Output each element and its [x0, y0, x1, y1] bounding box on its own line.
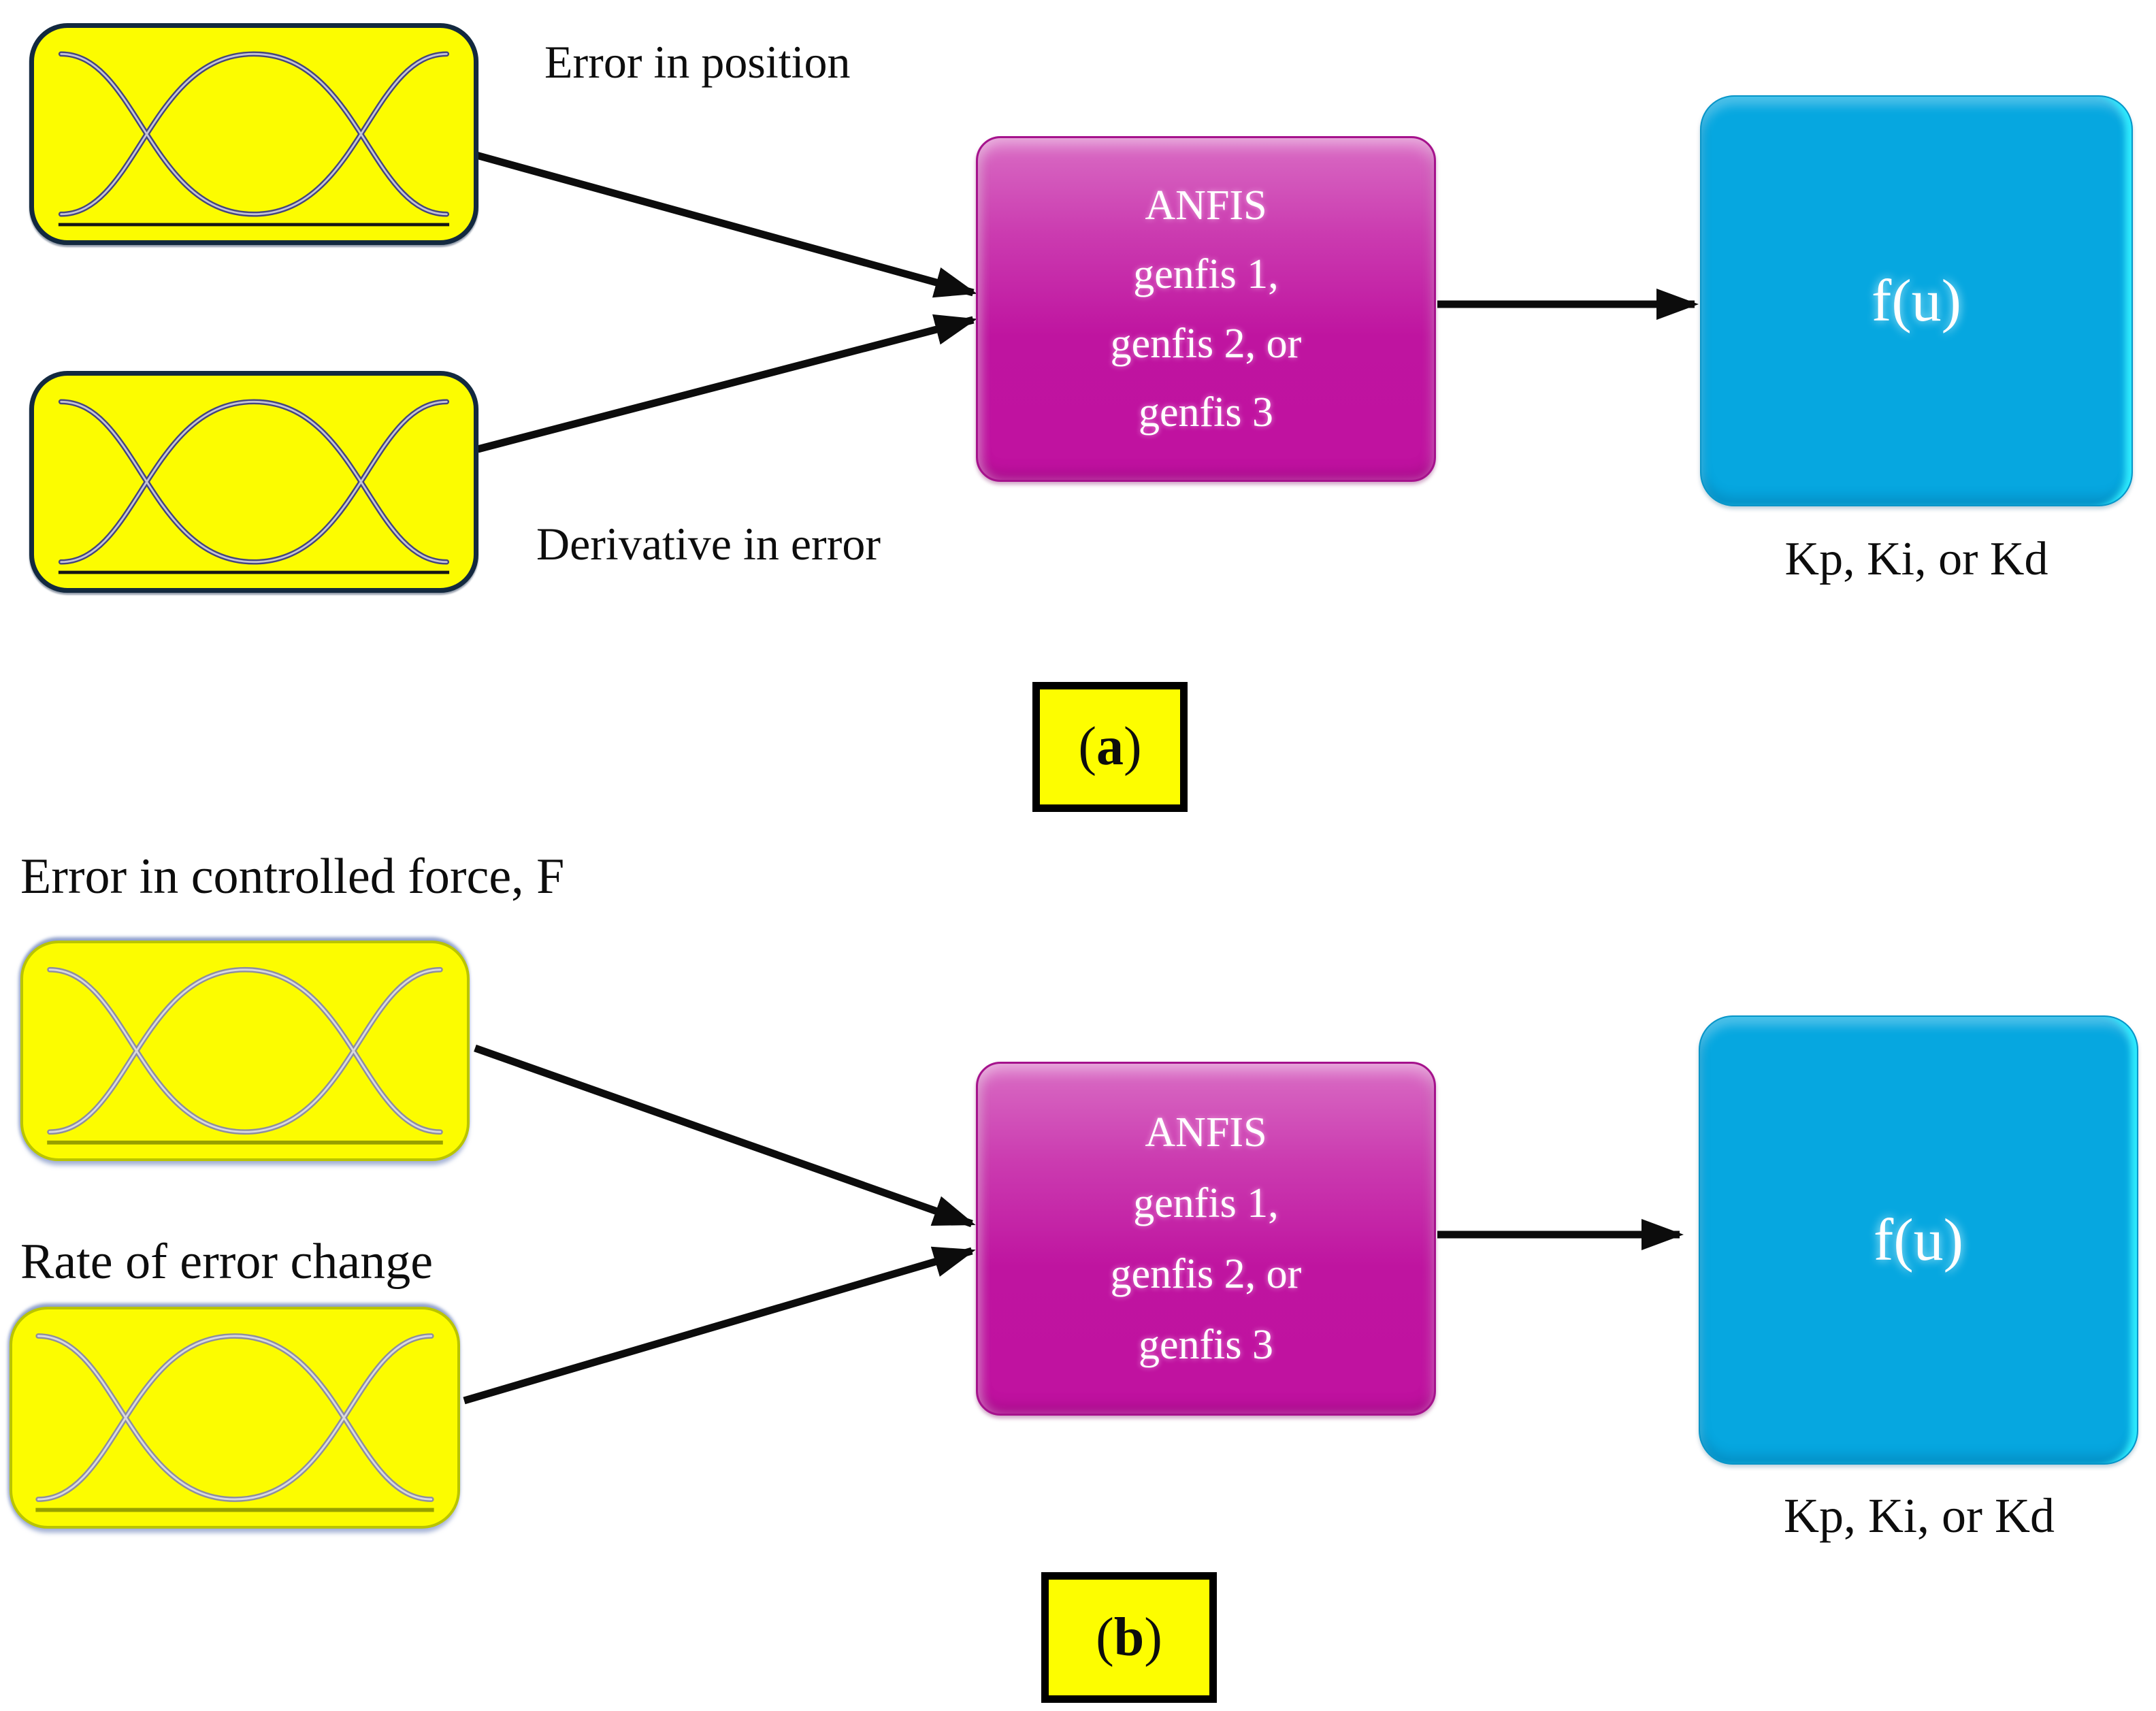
membership-box-a-error — [29, 23, 478, 245]
anfis-genfis1: genfis 1, — [1133, 251, 1279, 298]
anfis-genfis2: genfis 2, or — [1110, 320, 1302, 367]
tag-open-paren: ( — [1078, 717, 1096, 777]
output-box-a: f(u) — [1700, 95, 2133, 506]
arrow-a-input2-to-anfis — [476, 314, 977, 453]
tag-open-paren: ( — [1096, 1607, 1114, 1667]
anfis-title: ANFIS — [1145, 1109, 1267, 1156]
label-rate-of-error-change: Rate of error change — [20, 1234, 434, 1290]
membership-curves-icon — [58, 51, 450, 227]
output-box-b: f(u) — [1699, 1015, 2138, 1465]
panel-tag-a: (a) — [1032, 682, 1188, 812]
tag-letter: b — [1113, 1607, 1145, 1667]
label-error-in-position: Error in position — [544, 36, 851, 88]
anfis-title: ANFIS — [1145, 182, 1267, 229]
anfis-box-b: ANFIS genfis 1, genfis 2, or genfis 3 — [976, 1062, 1436, 1416]
arrow-b-input1-to-anfis — [474, 1044, 976, 1228]
membership-curves-icon — [47, 966, 443, 1145]
tag-close-paren: ) — [1124, 717, 1142, 777]
tag-letter: a — [1096, 717, 1124, 777]
anfis-box-a: ANFIS genfis 1, genfis 2, or genfis 3 — [976, 136, 1436, 482]
fu-label: f(u) — [1874, 1207, 1963, 1273]
membership-curves-icon — [35, 1333, 434, 1512]
anfis-genfis3: genfis 3 — [1138, 1322, 1274, 1368]
label-error-in-controlled-force: Error in controlled force, F — [20, 849, 565, 905]
label-derivative-in-error: Derivative in error — [536, 518, 881, 570]
anfis-genfis3: genfis 3 — [1138, 389, 1274, 436]
membership-box-b-force-error — [20, 941, 470, 1161]
arrow-b-input2-to-anfis — [463, 1246, 976, 1405]
tag-close-paren: ) — [1144, 1607, 1162, 1667]
fu-label: f(u) — [1872, 267, 1961, 334]
membership-box-b-error-rate — [10, 1307, 460, 1529]
membership-curves-icon — [58, 399, 450, 574]
anfis-genfis1: genfis 1, — [1133, 1180, 1279, 1226]
output-caption-a: Kp, Ki, or Kd — [1784, 533, 2048, 585]
panel-tag-b: (b) — [1041, 1572, 1217, 1703]
arrow-a-input1-to-anfis — [475, 151, 977, 298]
anfis-genfis2: genfis 2, or — [1110, 1251, 1302, 1297]
membership-box-a-derivative — [29, 371, 478, 593]
output-caption-b: Kp, Ki, or Kd — [1784, 1488, 2055, 1543]
